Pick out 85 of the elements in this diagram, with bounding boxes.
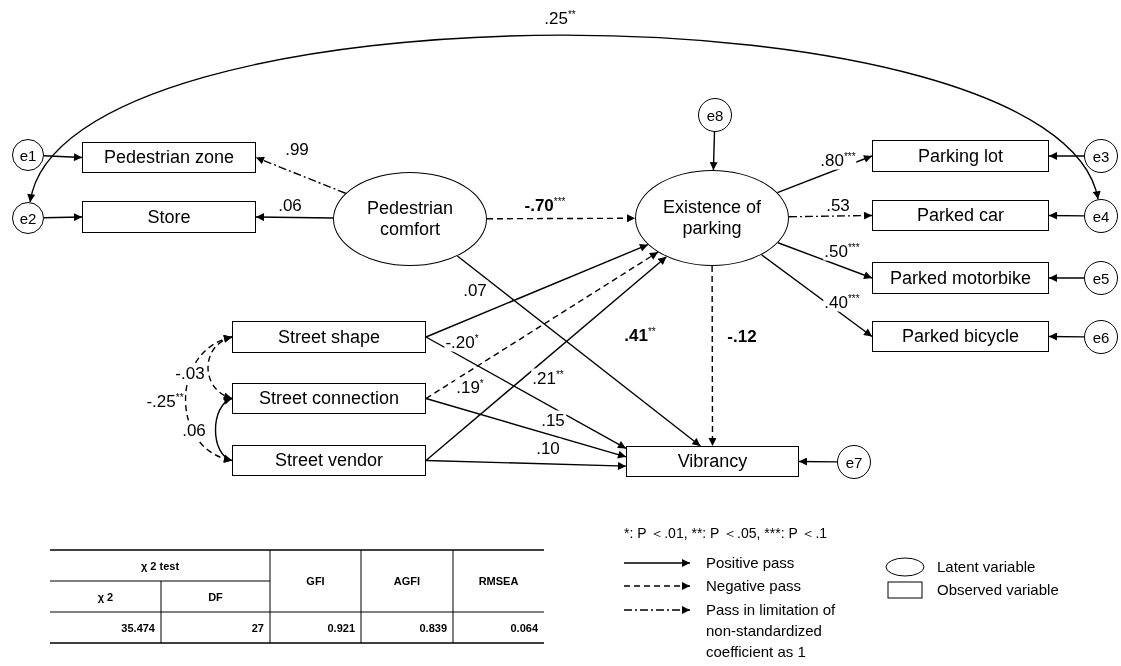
arrow xyxy=(788,211,873,220)
variable-label: Street shape xyxy=(277,326,381,348)
table-cell-text: AGFI xyxy=(392,574,422,589)
arrow xyxy=(777,242,873,279)
double-headed-arrow xyxy=(184,335,233,462)
observed-variable-box xyxy=(872,200,1049,231)
observed-variable-box xyxy=(872,321,1049,352)
table-cell-text: DF xyxy=(207,589,224,605)
table-cell-text: 35.474 xyxy=(120,620,156,636)
variable-label: Street vendor xyxy=(274,450,384,471)
legend-label: Observed variable xyxy=(937,580,1059,600)
legend-label: Pass in limitation of non-standardized coefficient as 1 xyxy=(706,600,837,662)
table-cell-text: 27 xyxy=(250,620,265,636)
table-cell-text: χ 2 test xyxy=(139,558,181,574)
observed-variable-box xyxy=(626,446,799,477)
error-term-circle xyxy=(12,202,44,234)
variable-label: Parking lot xyxy=(917,145,1003,167)
table-cell-text: 0.839 xyxy=(418,620,448,636)
legend-label: Latent variable xyxy=(937,557,1036,577)
variable-label: e6 xyxy=(1092,327,1110,348)
arrow xyxy=(709,131,718,171)
variable-label: e5 xyxy=(1092,268,1110,289)
path-coefficient-label: -.03 xyxy=(174,363,206,383)
table-cell-text: 0.064 xyxy=(509,620,539,636)
error-term-circle xyxy=(1084,139,1118,173)
double-headed-arrow xyxy=(214,397,233,462)
variable-label: Parked car xyxy=(916,205,1004,226)
variable-label: Vibrancy xyxy=(677,451,748,472)
variable-label: Pedestrian zone xyxy=(103,147,235,168)
variable-label: Store xyxy=(147,206,191,228)
arrow xyxy=(255,213,334,222)
arrow xyxy=(43,213,83,222)
arrow xyxy=(425,243,649,338)
observed-variable-box xyxy=(232,383,426,414)
table-cell-text: 0.921 xyxy=(326,620,356,636)
legend-label: Negative pass xyxy=(706,576,802,596)
variable-label: Street connection xyxy=(258,388,400,409)
variable-label: e4 xyxy=(1092,206,1110,227)
variable-label: e8 xyxy=(706,105,724,126)
arrow xyxy=(486,214,636,223)
arrow xyxy=(1048,332,1085,341)
observed-variable-box xyxy=(872,262,1049,294)
arrow xyxy=(255,156,347,194)
table-cell-text: GFI xyxy=(305,574,326,589)
error-term-circle xyxy=(837,445,871,479)
arrow xyxy=(425,251,659,400)
path-coefficient-label: .50$^{***}$ xyxy=(823,241,861,261)
table-cell-text: χ 2 xyxy=(96,589,115,605)
variable-label: e3 xyxy=(1092,146,1110,167)
legend-label: Positive pass xyxy=(706,553,795,573)
arrow xyxy=(708,265,717,447)
variable-label: Parked bicycle xyxy=(901,326,1020,347)
significance-note: *: P ＜.01, **: P ＜.05, ***: P ＜.1 xyxy=(624,525,828,543)
observed-variable-box xyxy=(872,140,1049,172)
arrow xyxy=(1048,152,1085,160)
double-headed-arrow xyxy=(29,34,1099,203)
observed-variable-box xyxy=(82,142,256,173)
arrow xyxy=(425,459,627,470)
arrow xyxy=(425,255,668,462)
error-term-circle xyxy=(698,98,732,132)
arrow xyxy=(425,397,627,459)
path-coefficient-label: .80$^{***}$ xyxy=(819,150,857,170)
variable-label: Pedestrian comfort xyxy=(365,198,455,240)
observed-variable-box xyxy=(232,445,426,476)
arrow xyxy=(1048,211,1085,220)
variable-label: e7 xyxy=(845,452,863,473)
error-term-circle xyxy=(1084,199,1118,233)
observed-variable-box xyxy=(232,321,426,353)
variable-label: Existence of parking xyxy=(661,197,763,239)
arrow xyxy=(43,153,83,162)
arrow xyxy=(456,255,702,447)
table-cell-text: RMSEA xyxy=(477,574,520,589)
path-coefficient-label: -.20$^{*}$ xyxy=(444,332,480,352)
double-headed-arrow xyxy=(207,336,233,400)
error-term-circle xyxy=(12,139,44,171)
variable-label: e1 xyxy=(19,145,37,166)
observed-variable-box xyxy=(82,201,256,233)
path-coefficient-label: .40$^{***}$ xyxy=(823,292,861,312)
variable-label: Parked motorbike xyxy=(889,267,1032,289)
arrow xyxy=(798,457,838,466)
arrow xyxy=(425,336,627,450)
error-term-circle xyxy=(1084,261,1118,295)
arrow xyxy=(1048,274,1085,282)
variable-label: e2 xyxy=(19,208,37,229)
error-term-circle xyxy=(1084,320,1118,354)
